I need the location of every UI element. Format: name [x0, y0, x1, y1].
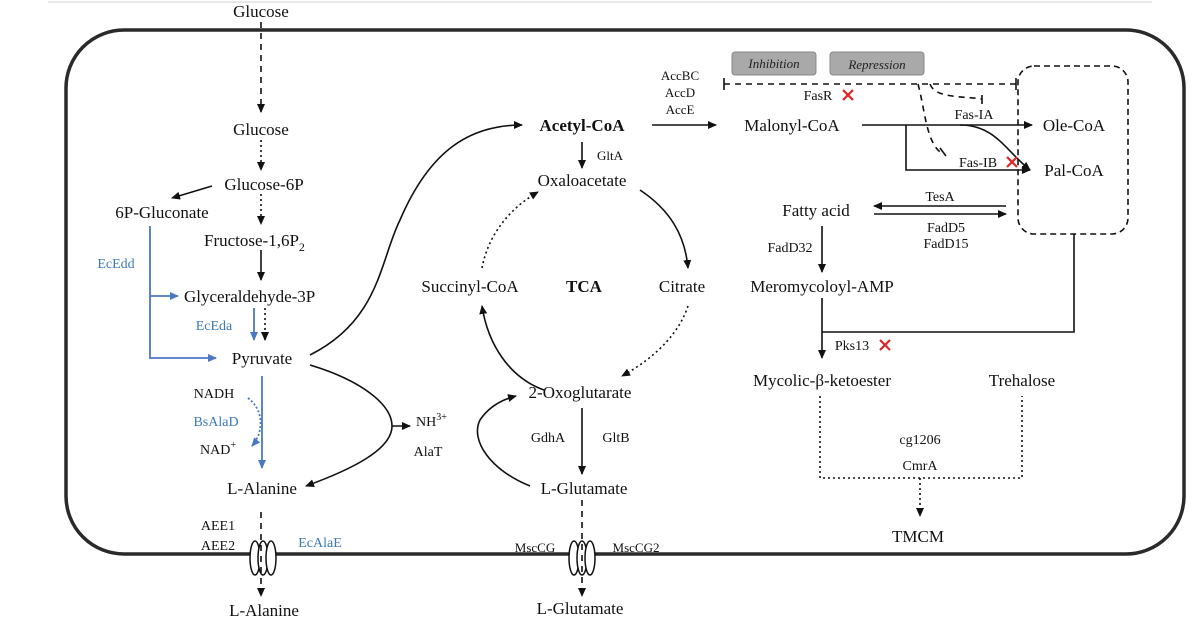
oxaloacetate-to-citrate-arrow	[639, 189, 692, 269]
repression-fas-ib-bar	[939, 147, 947, 157]
cofactor-nadh: NADH	[194, 387, 234, 402]
channel-msccg: MscCG	[515, 540, 555, 555]
gene-cg1206: cg1206	[899, 433, 940, 448]
alat-transamination-arrow	[305, 364, 393, 488]
channel-msccg2: MscCG2	[613, 540, 660, 555]
membrane-channel-icon	[249, 540, 277, 576]
trehalose: Trehalose	[989, 371, 1055, 390]
nh3-main: NH	[416, 415, 436, 430]
cofactor-nad: NAD+	[200, 440, 236, 458]
l-glutamate-outside: L-Glutamate	[537, 599, 624, 618]
glyceraldehyde-3p: Glyceraldehyde-3P	[184, 287, 315, 306]
oxoglutarate-to-succinylcoa-arrow	[479, 305, 545, 391]
nadh-cofactor-arrow	[247, 397, 262, 447]
fas-ib-arrow	[905, 125, 1031, 174]
l-glutamate-inside: L-Glutamate	[541, 479, 628, 498]
enzyme-cmra: CmrA	[903, 459, 939, 474]
enzyme-acce: AccE	[666, 102, 695, 117]
glucose-outside: Glucose	[233, 2, 289, 21]
tca-cycle-label: TCA	[566, 277, 603, 296]
knockout-x-icon	[879, 339, 891, 351]
mycolic-beta-ketoester: Mycolic-β-ketoester	[753, 371, 891, 390]
knockout-x-icon	[1006, 156, 1018, 168]
nad-main: NAD	[200, 443, 230, 458]
nh3: NH3+	[416, 412, 447, 430]
gluconate-6p: 6P-Gluconate	[115, 203, 208, 222]
enzyme-alat: AlaT	[414, 445, 443, 460]
enzyme-fas-ia: Fas-IA	[955, 108, 995, 123]
fas-ia-pal-arrow	[959, 124, 1031, 171]
enzyme-tesa: TesA	[925, 190, 955, 205]
repression-badge	[829, 51, 925, 76]
eceda-to-pyruvate-arrow	[149, 296, 217, 362]
enzyme-pks13: Pks13	[835, 339, 869, 354]
nad-sup: +	[230, 440, 236, 451]
tmcm-bracket	[819, 396, 1023, 479]
transporter-ecalae: EcAlaE	[298, 536, 342, 551]
enzyme-gltb: GltB	[602, 431, 629, 446]
enzyme-fadd5: FadD5	[927, 221, 965, 236]
enzyme-gdha: GdhA	[531, 431, 566, 446]
repression-fas-ib-line	[917, 83, 941, 153]
fructose-16p2: Fructose-1,6P2	[204, 231, 305, 254]
citrate-to-oxoglutarate-arrow	[621, 305, 689, 377]
inhibition-label: Inhibition	[747, 56, 799, 71]
regulator-fasr: FasR	[804, 89, 833, 104]
enzyme-accd: AccD	[665, 85, 695, 100]
pyruvate-to-acetylcoa-arrow	[309, 121, 523, 356]
succinylcoa-to-oxaloacetate-arrow	[481, 191, 539, 269]
enzyme-ecedd: EcEdd	[97, 257, 134, 272]
2-oxoglutarate: 2-Oxoglutarate	[529, 383, 632, 402]
l-alanine-outside: L-Alanine	[229, 601, 299, 620]
ecedd-arrow	[149, 226, 179, 300]
tmcm: TMCM	[892, 527, 944, 546]
glucose-inside: Glucose	[233, 120, 289, 139]
knockout-x-icon	[842, 89, 854, 101]
transporter-aee1: AEE1	[201, 519, 235, 534]
oxaloacetate: Oxaloacetate	[538, 171, 627, 190]
fatty-acid: Fatty acid	[782, 201, 850, 220]
inhibition-fas-ia-line	[929, 83, 983, 100]
acyl-coa-pool	[1017, 65, 1129, 235]
enzyme-fadd32: FadD32	[767, 241, 812, 256]
malonyl-coa: Malonyl-CoA	[744, 116, 840, 135]
pal-coa: Pal-CoA	[1044, 161, 1104, 180]
membrane-channel-icon	[568, 540, 596, 576]
enzyme-glta: GltA	[597, 148, 624, 163]
enzyme-fas-ib: Fas-IB	[959, 156, 997, 171]
citrate: Citrate	[659, 277, 705, 296]
succinyl-coa: Succinyl-CoA	[421, 277, 519, 296]
repression-label: Repression	[847, 57, 905, 72]
ole-coa: Ole-CoA	[1043, 116, 1106, 135]
pyruvate: Pyruvate	[232, 349, 292, 368]
glucose-6p: Glucose-6P	[224, 175, 303, 194]
inhibition-badge	[731, 51, 817, 76]
acetyl-coa: Acetyl-CoA	[540, 116, 626, 135]
fructose-16p2-main: Fructose-1,6P	[204, 231, 299, 250]
glutamate-to-oxoglutarate-arrow	[476, 394, 531, 487]
pool-to-pks13-line	[822, 234, 1075, 333]
enzyme-fadd15: FadD15	[923, 237, 968, 252]
cell-membrane	[64, 28, 1186, 556]
meromycoloyl-amp: Meromycoloyl-AMP	[750, 277, 894, 296]
enzyme-accbc: AccBC	[661, 68, 699, 83]
transporter-aee2: AEE2	[201, 539, 235, 554]
g6p-to-6pg-arrow	[171, 185, 213, 200]
nh3-sup: 3+	[436, 412, 447, 423]
fructose-16p2-sub: 2	[299, 240, 305, 254]
enzyme-eceda: EcEda	[196, 319, 233, 334]
enzyme-bsalad: BsAlaD	[193, 415, 238, 430]
l-alanine-inside: L-Alanine	[227, 479, 297, 498]
